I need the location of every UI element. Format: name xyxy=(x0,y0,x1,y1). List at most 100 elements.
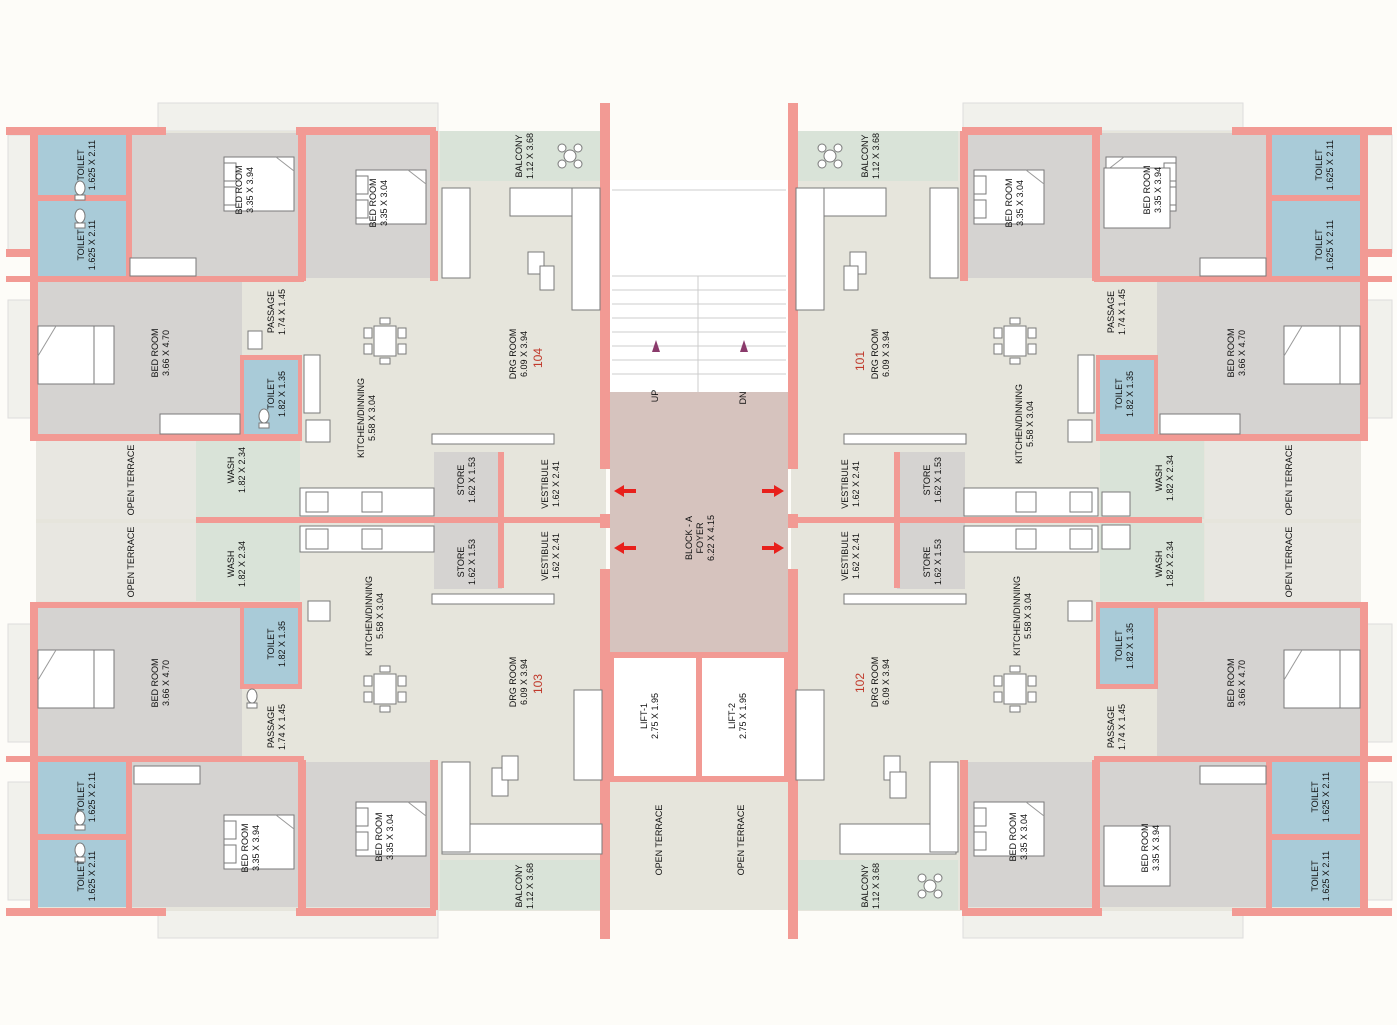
entry-arrows xyxy=(614,485,784,554)
drawing-room-size: 6.09 X 3.94 xyxy=(519,659,529,705)
svg-text:BED ROOM3.35 X 3.04: BED ROOM3.35 X 3.04 xyxy=(368,178,389,227)
bedroom-label: BED ROOM xyxy=(150,328,160,377)
toilet-label: TOILET xyxy=(76,229,86,261)
toilet-label: TOILET xyxy=(266,378,276,410)
open-terrace-label: OPEN TERRACE xyxy=(736,805,746,876)
svg-text:BED ROOM3.35 X 3.94: BED ROOM3.35 X 3.94 xyxy=(1140,823,1161,872)
svg-text:BALCONY1.12 X 3.68: BALCONY1.12 X 3.68 xyxy=(860,863,881,909)
bedroom-label: BED ROOM xyxy=(234,165,244,214)
svg-text:TOILET1.625 X 2.11: TOILET1.625 X 2.11 xyxy=(1314,220,1335,270)
bedroom-label: BED ROOM xyxy=(374,812,384,861)
vestibule-size: 1.62 X 2.41 xyxy=(851,461,861,507)
bedroom-size: 3.35 X 3.94 xyxy=(1153,167,1163,213)
balcony-label: BALCONY xyxy=(860,134,870,177)
toilet-label: TOILET xyxy=(1310,781,1320,813)
svg-text:VESTIBULE1.62 X 2.41: VESTIBULE1.62 X 2.41 xyxy=(540,459,561,509)
bedroom-size: 3.35 X 3.04 xyxy=(385,814,395,860)
wash-label: WASH xyxy=(226,457,236,484)
toilet-size: 1.625 X 2.11 xyxy=(87,140,97,190)
drawing-room-size: 6.09 X 3.94 xyxy=(519,331,529,377)
svg-text:VESTIBULE1.62 X 2.41: VESTIBULE1.62 X 2.41 xyxy=(540,531,561,581)
balcony-size: 1.12 X 3.68 xyxy=(871,133,881,179)
svg-text:DRG ROOM6.09 X 3.94: DRG ROOM6.09 X 3.94 xyxy=(870,329,891,380)
kitchen-size: 5.58 X 3.04 xyxy=(1025,401,1035,447)
svg-text:PASSAGE1.74 X 1.45: PASSAGE1.74 X 1.45 xyxy=(266,289,287,335)
svg-text:DRG ROOM6.09 X 3.94: DRG ROOM6.09 X 3.94 xyxy=(508,329,529,380)
stair-down-label: DN xyxy=(738,392,748,405)
toilet-size: 1.82 X 1.35 xyxy=(1125,623,1135,669)
svg-text:DRG ROOM6.09 X 3.94: DRG ROOM6.09 X 3.94 xyxy=(870,657,891,708)
vestibule-label: VESTIBULE xyxy=(540,531,550,581)
bedroom-size: 3.35 X 3.94 xyxy=(1151,825,1161,871)
wash-label: WASH xyxy=(1154,551,1164,578)
wash-size: 1.82 X 2.34 xyxy=(1165,455,1175,501)
bedroom-size: 3.66 X 4.70 xyxy=(161,660,171,706)
lift-1-shaft xyxy=(614,658,696,776)
vestibule-label: VESTIBULE xyxy=(840,531,850,581)
balcony-label: BALCONY xyxy=(514,864,524,907)
svg-text:STORE1.62 X 1.53: STORE1.62 X 1.53 xyxy=(456,539,477,585)
wash-size: 1.82 X 2.34 xyxy=(1165,541,1175,587)
bedroom-label: BED ROOM xyxy=(1226,328,1236,377)
kitchen-size: 5.58 X 3.04 xyxy=(367,395,377,441)
store-label: STORE xyxy=(456,465,466,496)
bedroom-size: 3.35 X 3.04 xyxy=(1019,814,1029,860)
balcony-size: 1.12 X 3.68 xyxy=(525,863,535,909)
svg-text:TOILET1.625 X 2.11: TOILET1.625 X 2.11 xyxy=(76,772,97,822)
kitchen-label: KITCHEN/DINNING xyxy=(364,576,374,656)
svg-text:WASH1.82 X 2.34: WASH1.82 X 2.34 xyxy=(226,541,247,587)
svg-text:BED ROOM3.35 X 3.04: BED ROOM3.35 X 3.04 xyxy=(374,812,395,861)
drawing-room-label: DRG ROOM xyxy=(508,657,518,708)
store-size: 1.62 X 1.53 xyxy=(933,457,943,503)
drawing-room-size: 6.09 X 3.94 xyxy=(881,659,891,705)
foyer-size: 6.22 X 4.15 xyxy=(706,515,716,561)
stair-up-label: UP xyxy=(650,390,660,403)
svg-text:LIFT-22.75 X 1.95: LIFT-22.75 X 1.95 xyxy=(727,693,748,739)
lift-1-label: LIFT-1 xyxy=(639,703,649,729)
vestibule-size: 1.62 X 2.41 xyxy=(851,533,861,579)
svg-text:TOILET1.625 X 2.11: TOILET1.625 X 2.11 xyxy=(1310,851,1331,901)
kitchen-label: KITCHEN/DINNING xyxy=(1012,576,1022,656)
svg-text:BED ROOM3.66 X 4.70: BED ROOM3.66 X 4.70 xyxy=(150,328,171,377)
open-terrace-label: OPEN TERRACE xyxy=(1284,527,1294,598)
svg-text:TOILET1.82 X 1.35: TOILET1.82 X 1.35 xyxy=(1114,623,1135,669)
svg-text:BED ROOM3.35 X 3.94: BED ROOM3.35 X 3.94 xyxy=(240,823,261,872)
toilet-size: 1.625 X 2.11 xyxy=(1325,140,1335,190)
unit-number-103: 103 xyxy=(531,674,545,694)
bedroom-label: BED ROOM xyxy=(1004,178,1014,227)
svg-text:BED ROOM3.35 X 3.94: BED ROOM3.35 X 3.94 xyxy=(234,165,255,214)
bedroom-size: 3.35 X 3.94 xyxy=(251,825,261,871)
kitchen-size: 5.58 X 3.04 xyxy=(1023,593,1033,639)
svg-text:BED ROOM3.35 X 3.94: BED ROOM3.35 X 3.94 xyxy=(1142,165,1163,214)
vestibule-label: VESTIBULE xyxy=(840,459,850,509)
foyer-block-label: BLOCK - A xyxy=(684,516,694,560)
svg-text:TOILET1.82 X 1.35: TOILET1.82 X 1.35 xyxy=(1114,371,1135,417)
bedroom-label: BED ROOM xyxy=(1142,165,1152,214)
svg-text:BED ROOM3.35 X 3.04: BED ROOM3.35 X 3.04 xyxy=(1004,178,1025,227)
room-labels: TOILET1.625 X 2.11 TOILET1.625 X 2.11 BE… xyxy=(76,133,1335,909)
drawing-room-size: 6.09 X 3.94 xyxy=(881,331,891,377)
svg-text:TOILET1.82 X 1.35: TOILET1.82 X 1.35 xyxy=(266,371,287,417)
vestibule-label: VESTIBULE xyxy=(540,459,550,509)
toilet-label: TOILET xyxy=(266,628,276,660)
wash-label: WASH xyxy=(226,551,236,578)
toilet-label: TOILET xyxy=(1114,378,1124,410)
svg-text:TOILET1.625 X 2.11: TOILET1.625 X 2.11 xyxy=(76,220,97,270)
svg-text:TOILET1.625 X 2.11: TOILET1.625 X 2.11 xyxy=(76,851,97,901)
bedroom-size: 3.35 X 3.94 xyxy=(245,167,255,213)
store-size: 1.62 X 1.53 xyxy=(467,539,477,585)
svg-text:VESTIBULE1.62 X 2.41: VESTIBULE1.62 X 2.41 xyxy=(840,531,861,581)
svg-text:BALCONY1.12 X 3.68: BALCONY1.12 X 3.68 xyxy=(514,133,535,179)
svg-text:BLOCK - AFOYER6.22 X 4.15: BLOCK - AFOYER6.22 X 4.15 xyxy=(684,515,716,561)
toilet-size: 1.625 X 2.11 xyxy=(1321,772,1331,822)
svg-text:TOILET1.625 X 2.11: TOILET1.625 X 2.11 xyxy=(76,140,97,190)
furniture xyxy=(37,143,1361,899)
toilet-size: 1.82 X 1.35 xyxy=(1125,371,1135,417)
svg-text:VESTIBULE1.62 X 2.41: VESTIBULE1.62 X 2.41 xyxy=(840,459,861,509)
walls xyxy=(6,103,1392,939)
svg-text:KITCHEN/DINNING5.58 X 3.04: KITCHEN/DINNING5.58 X 3.04 xyxy=(356,378,377,458)
passage-label: PASSAGE xyxy=(266,291,276,333)
toilet-size: 1.625 X 2.11 xyxy=(87,220,97,270)
kitchen-label: KITCHEN/DINNING xyxy=(356,378,366,458)
store-size: 1.62 X 1.53 xyxy=(933,539,943,585)
